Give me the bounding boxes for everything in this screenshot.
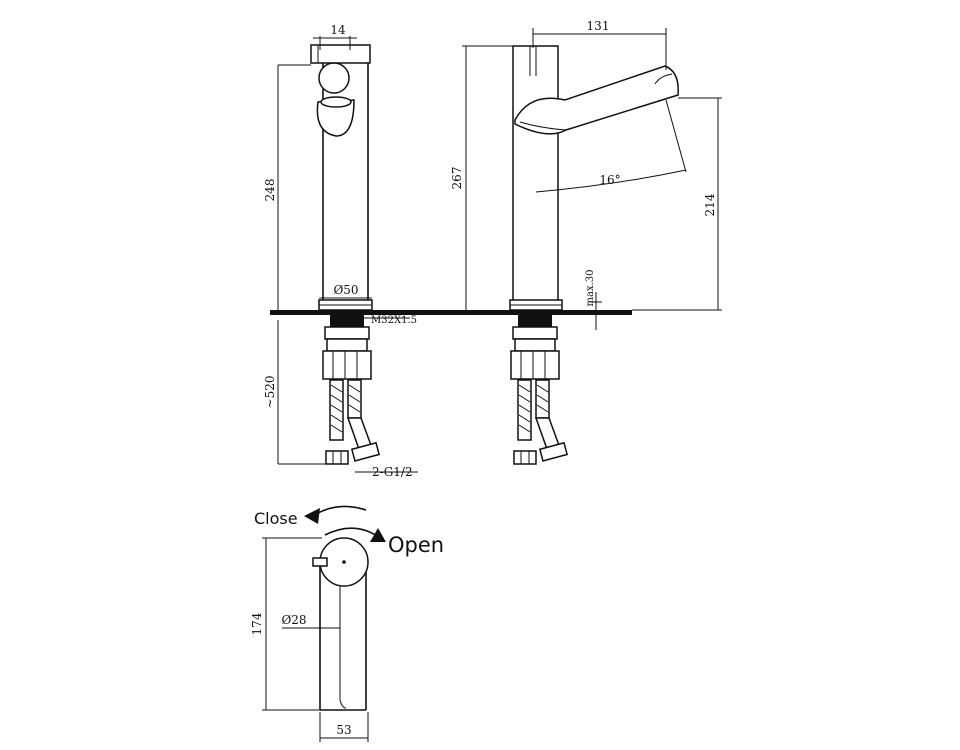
dimension-lines xyxy=(262,28,722,742)
label-close: Close xyxy=(254,509,298,528)
dim-max-deck: max.30 xyxy=(585,270,596,307)
dim-side-height: 248 xyxy=(263,179,277,202)
dim-front-height: 267 xyxy=(450,167,464,190)
dim-hose-length: ~520 xyxy=(263,376,277,409)
dim-spout-reach: 131 xyxy=(587,19,610,33)
countertop xyxy=(270,310,632,315)
dim-base-diameter: Ø50 xyxy=(333,283,358,297)
side-view xyxy=(310,44,381,465)
dim-spout-height: 214 xyxy=(703,193,717,216)
dim-thread: M32X1.5 xyxy=(371,315,417,326)
dim-handle-diameter: Ø28 xyxy=(281,613,306,627)
label-open: Open xyxy=(388,533,444,557)
top-view xyxy=(312,537,369,711)
dim-top-view-height: 174 xyxy=(250,612,264,635)
rotation-arrows xyxy=(304,505,386,542)
dim-spout-angle: 16° xyxy=(599,173,620,187)
front-view xyxy=(509,45,679,465)
dim-connection: 2-G1/2 xyxy=(372,465,413,479)
dim-side-top-width: 14 xyxy=(330,23,346,37)
dim-top-view-width: 53 xyxy=(336,723,351,737)
